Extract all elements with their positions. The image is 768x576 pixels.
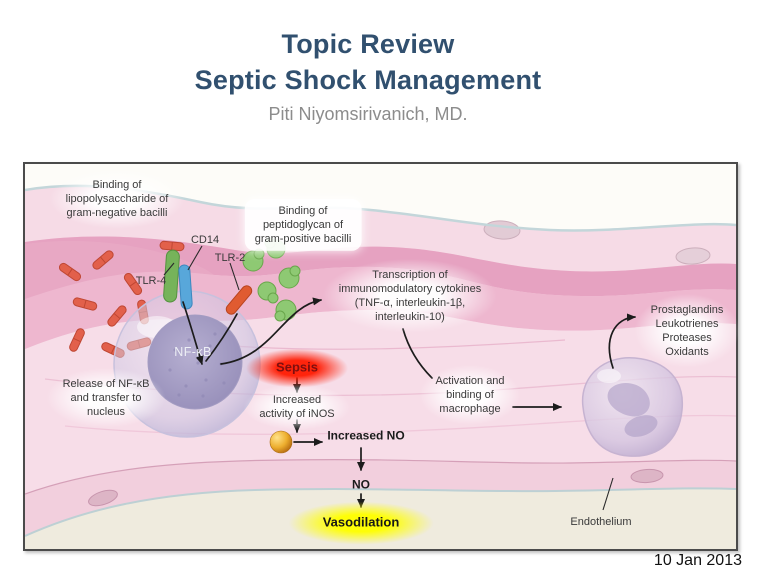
cell-nucleus [147,314,243,410]
slide-title-line1: Topic Review [281,29,455,59]
slide-date: 10 Jan 2013 [653,552,742,569]
tlr4-receptor-icon [163,249,180,303]
slide-title-line2: Septic Shock Management [194,65,542,95]
tlr2-receptor-icon [225,285,253,315]
label-endothelium: Endothelium [570,515,632,528]
label-nfkb: NF-κB [174,345,212,359]
label-transcription: Transcription of immunomodulatory cytoki… [322,258,498,334]
label-nfkb-release: Release of NF-κB and transfer to nucleus [46,367,166,429]
endothelium-layer [25,459,736,536]
slide-author: Piti Niyomsirivanich, MD. [268,104,468,124]
label-inos: Increased activity of iNOS [243,383,351,431]
vessel-artwork [25,164,736,549]
label-cd14: CD14 [190,233,220,246]
label-vasodilation: Vasodilation [288,501,434,545]
label-lps-binding: Binding of lipopolysaccharide of gram-ne… [49,168,185,230]
no-molecule-icon [269,430,293,454]
label-sepsis: Sepsis [246,348,348,388]
sepsis-pathway-figure: Binding of lipopolysaccharide of gram-ne… [23,162,740,551]
label-no: NO [352,477,370,492]
label-increased-no: Increased NO [327,428,405,443]
label-pointer-lines [163,245,614,511]
pathway-arrows [182,297,636,508]
macrophage-cell [581,357,684,457]
label-peptidoglycan-binding: Binding of peptidoglycan of gram-positiv… [244,198,362,252]
label-macrophage-activation: Activation and binding of macrophage [419,364,521,426]
label-tlr2: TLR-2 [214,251,246,264]
cd14-receptor-icon [178,264,193,310]
slide-header: Topic Review Septic Shock Management Pit… [23,26,713,125]
label-mediators: Prostaglandins Leukotrienes Proteases Ox… [634,293,740,369]
label-tlr4: TLR-4 [135,274,167,287]
